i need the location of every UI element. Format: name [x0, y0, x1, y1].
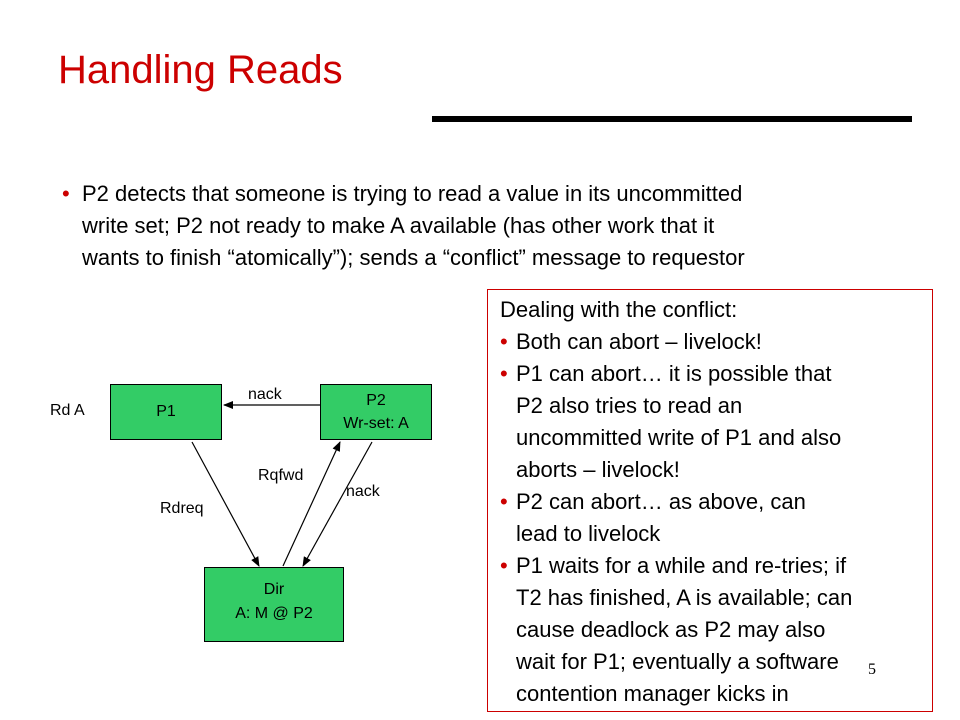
arrow-rdreq-p1-to-dir: [191, 441, 260, 567]
bullet-dot: •: [500, 329, 508, 354]
main-bullet-line-1: P2 detects that someone is trying to rea…: [82, 181, 743, 206]
p2-label: P2: [366, 392, 386, 409]
title-underline: [432, 116, 912, 122]
conflict-item-line: aborts – livelock!: [516, 457, 680, 482]
p1-node: P1: [110, 384, 222, 440]
arrow-rqfwd-dir-to-p2: [282, 441, 341, 567]
conflict-heading: Dealing with the conflict:: [500, 297, 738, 322]
main-bullet-line-3: wants to finish “atomically”); sends a “…: [82, 245, 745, 270]
conflict-item: • P1 can abort… it is possible that P2 a…: [500, 358, 932, 486]
directory-node: Dir A: M @ P2: [204, 567, 344, 642]
conflict-item-line: Both can abort – livelock!: [516, 329, 762, 354]
conflict-item: • Both can abort – livelock!: [500, 326, 932, 358]
dir-state-label: A: M @ P2: [235, 605, 313, 622]
conflict-item-line: cause deadlock as P2 may also: [516, 617, 826, 642]
conflict-item-line: P2 also tries to read an: [516, 393, 743, 418]
p2-write-set-label: Wr-set: A: [343, 415, 409, 432]
rqfwd-label: Rqfwd: [258, 467, 304, 484]
main-bullet-line-2: write set; P2 not ready to make A availa…: [82, 213, 715, 238]
nack-bottom-label: nack: [346, 483, 380, 500]
conflict-item-line: contention manager kicks in: [516, 681, 789, 706]
page-number: 5: [868, 661, 876, 678]
conflict-item-line: P1 can abort… it is possible that: [516, 361, 832, 386]
nack-top-label: nack: [248, 386, 282, 403]
bullet-dot: •: [62, 181, 70, 206]
conflict-item: • P1 waits for a while and re-tries; if …: [500, 550, 932, 710]
conflict-item-line: uncommitted write of P1 and also: [516, 425, 842, 450]
conflict-item: • P2 can abort… as above, can lead to li…: [500, 486, 932, 550]
bullet-dot: •: [500, 553, 508, 578]
arrow-nack-p2-to-dir: [302, 441, 373, 567]
dir-label: Dir: [263, 581, 285, 598]
conflict-item-line: wait for P1; eventually a software: [516, 649, 839, 674]
slide-title: Handling Reads: [58, 48, 343, 92]
bullet-dot: •: [500, 489, 508, 514]
conflict-item-line: lead to livelock: [516, 521, 661, 546]
conflict-item-line: P2 can abort… as above, can: [516, 489, 806, 514]
conflict-item-line: T2 has finished, A is available; can: [516, 585, 853, 610]
conflict-item-line: P1 waits for a while and re-tries; if: [516, 553, 847, 578]
bullet-dot: •: [500, 361, 508, 386]
conflict-box: Dealing with the conflict: • Both can ab…: [487, 289, 933, 712]
rd-a-label: Rd A: [50, 402, 85, 419]
p2-node: P2 Wr-set: A: [320, 384, 432, 440]
p1-label: P1: [156, 403, 176, 420]
main-bullet: • P2 detects that someone is trying to r…: [62, 178, 922, 274]
rdreq-label: Rdreq: [160, 500, 204, 517]
